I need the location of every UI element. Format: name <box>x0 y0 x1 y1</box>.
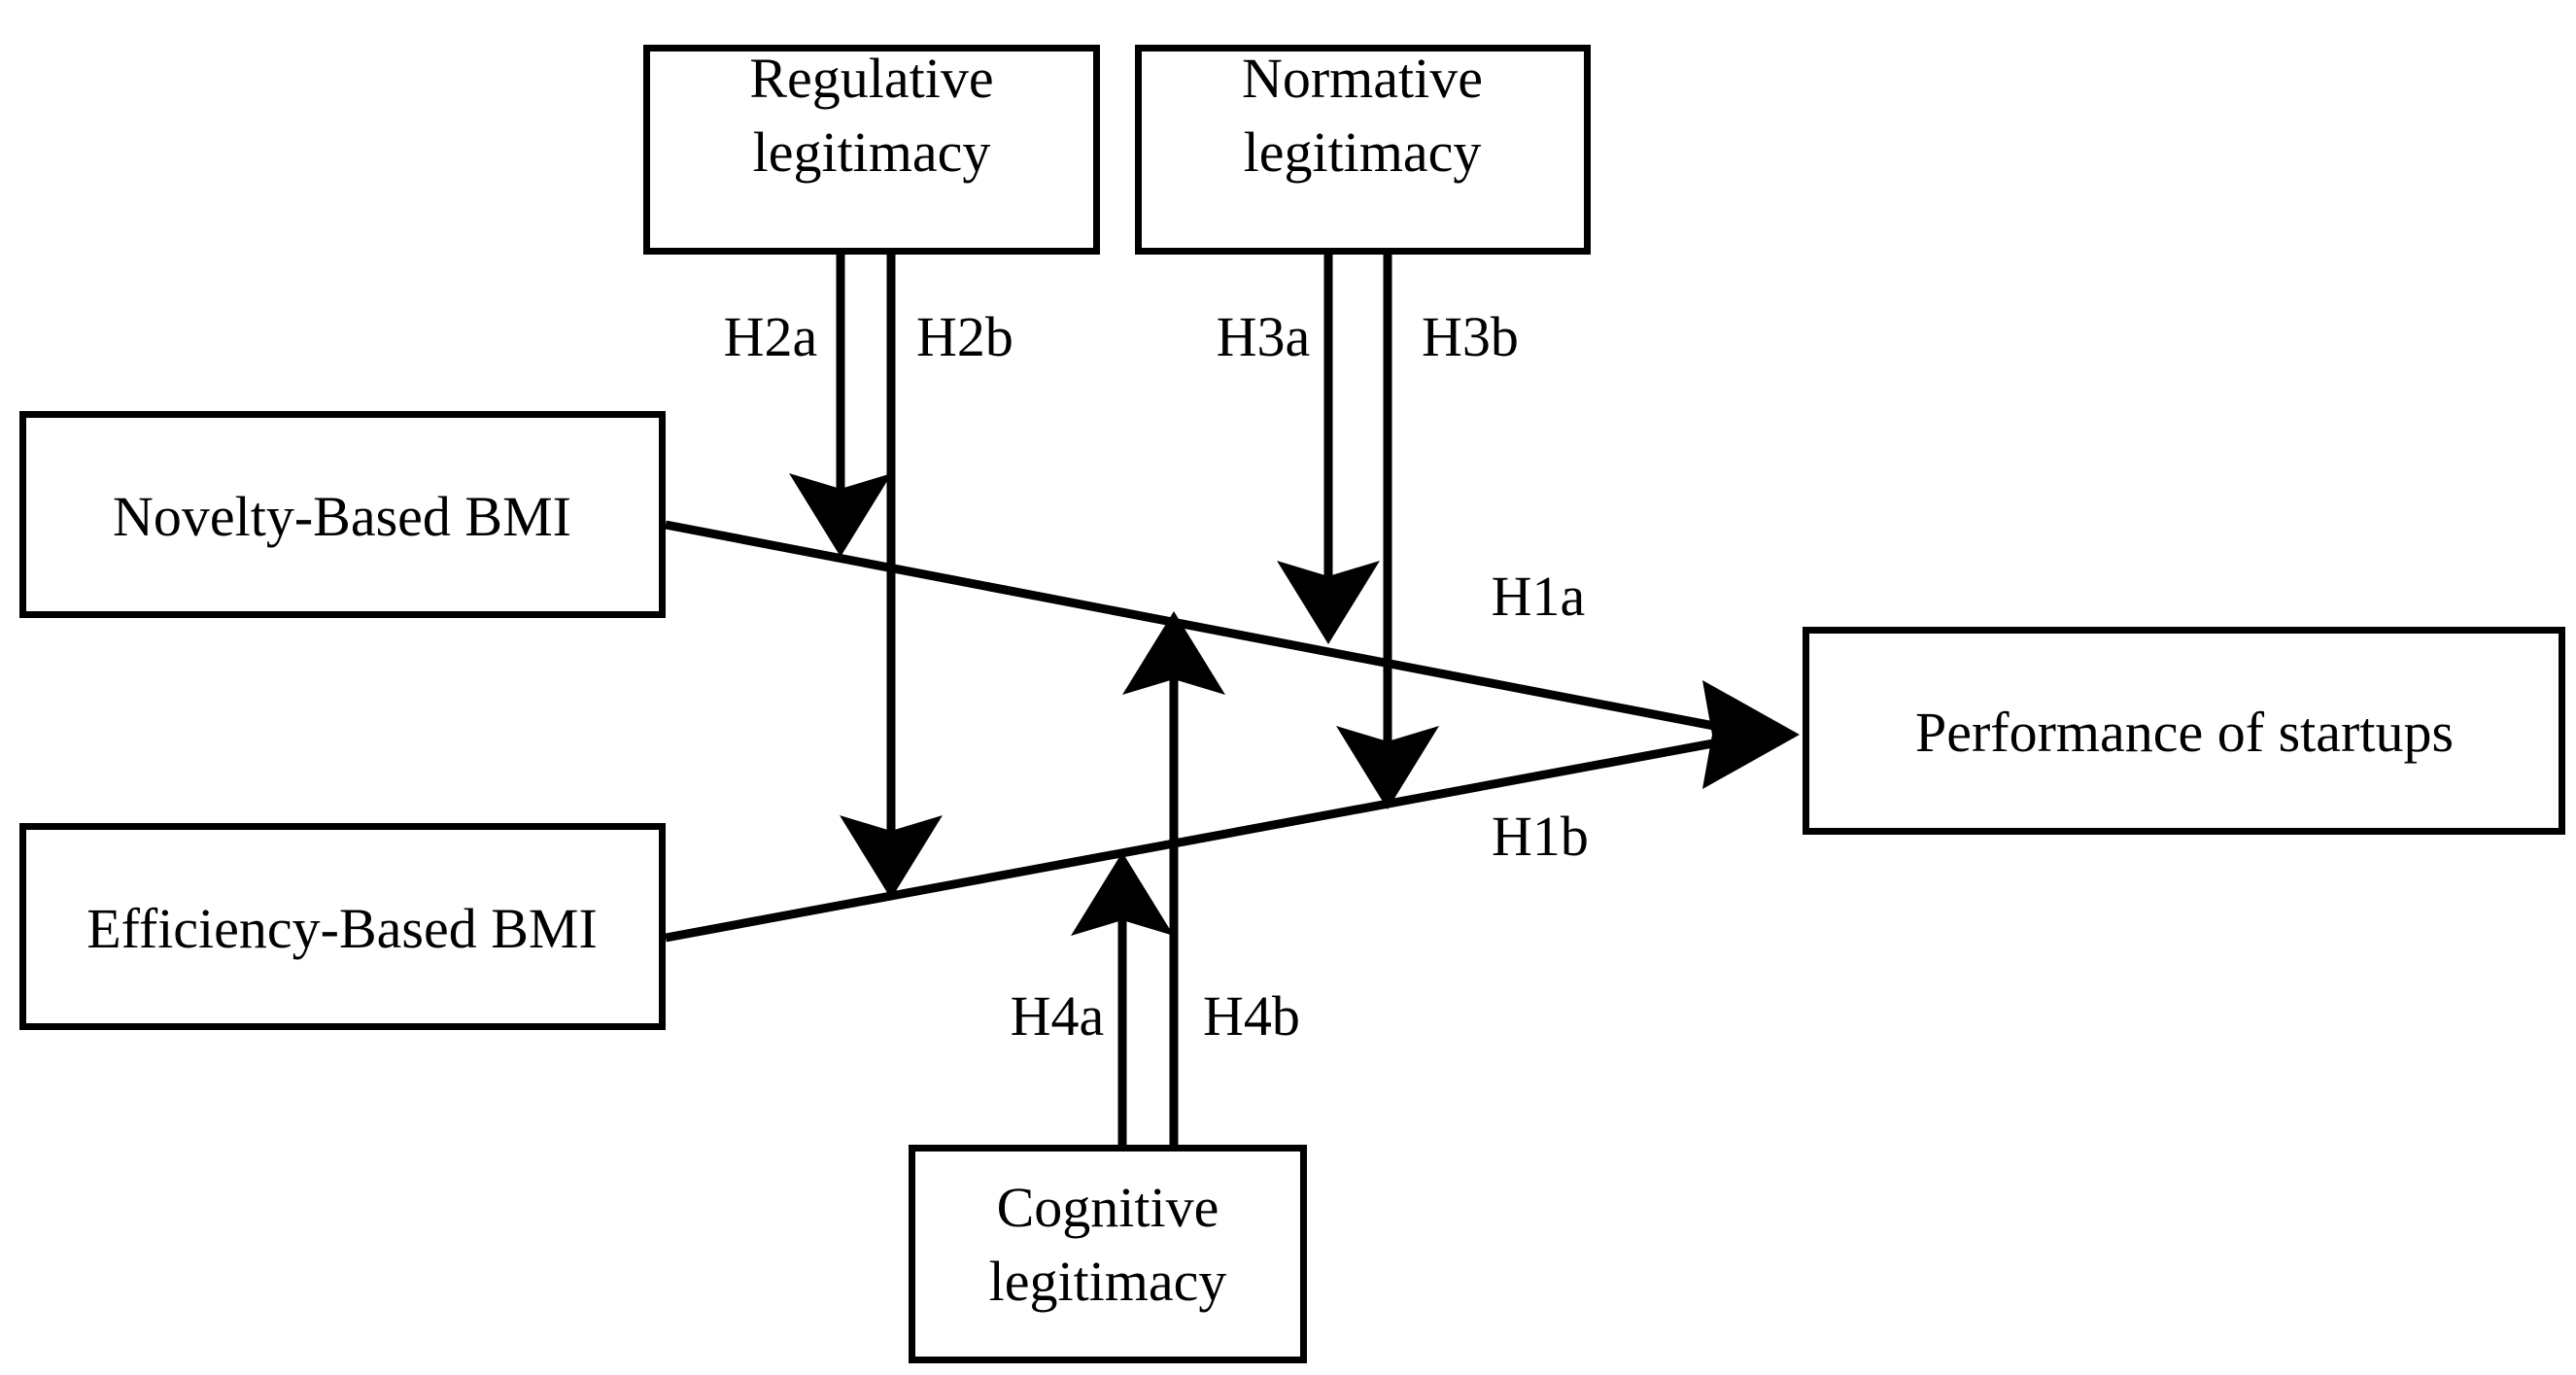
node-performance-of-startups[interactable]: Performance of startups <box>1803 627 2565 835</box>
node-cognitive-label-line2: legitimacy <box>989 1250 1227 1313</box>
edge-label-h2b: H2b <box>916 305 1013 368</box>
node-regulative-label-line2: legitimacy <box>753 120 991 184</box>
edge-label-h4a: H4a <box>1011 984 1105 1048</box>
edge-label-h1a: H1a <box>1492 565 1586 628</box>
node-efficiency-rect <box>19 823 666 1030</box>
node-novelty-label: Novelty-Based BMI <box>113 485 571 548</box>
edge-h4b-arrowhead <box>1122 611 1225 695</box>
edge-label-h1b: H1b <box>1492 805 1589 868</box>
edge-label-h3b: H3b <box>1422 305 1519 368</box>
node-regulative-rect <box>643 45 1100 255</box>
edge-h4a-arrowhead <box>1071 852 1174 936</box>
edge-h1-arrowhead <box>1702 680 1800 789</box>
edge-h1b-line <box>665 734 1740 943</box>
edge-h3a-arrowhead <box>1277 561 1380 644</box>
node-performance-label: Performance of startups <box>1915 701 2454 764</box>
edge-label-h3a: H3a <box>1217 305 1311 368</box>
edge-h2b-arrowhead <box>840 815 943 899</box>
node-cognitive-label-line1: Cognitive <box>997 1176 1219 1239</box>
node-cognitive-legitimacy[interactable]: Cognitive legitimacy <box>909 1145 1307 1363</box>
node-performance-rect <box>1803 627 2565 835</box>
node-regulative-legitimacy[interactable]: Regulative legitimacy <box>643 45 1100 255</box>
node-normative-label-line1: Normative <box>1242 47 1483 110</box>
node-normative-rect <box>1135 45 1591 255</box>
node-normative-legitimacy[interactable]: Normative legitimacy <box>1135 45 1591 255</box>
edge-h1a-line <box>665 520 1740 736</box>
edge-h3b-arrowhead <box>1336 726 1439 809</box>
node-efficiency-based-bmi[interactable]: Efficiency-Based BMI <box>19 823 666 1030</box>
edge-label-h4b: H4b <box>1203 984 1300 1048</box>
node-novelty-rect <box>19 411 666 618</box>
node-regulative-label-line1: Regulative <box>749 47 993 110</box>
node-normative-label-line2: legitimacy <box>1244 120 1482 184</box>
edge-h2a-arrowhead <box>789 473 892 557</box>
node-efficiency-label: Efficiency-Based BMI <box>86 897 598 960</box>
node-novelty-based-bmi[interactable]: Novelty-Based BMI <box>19 411 666 618</box>
node-cognitive-rect <box>909 1145 1307 1363</box>
edge-label-h2a: H2a <box>724 305 818 368</box>
